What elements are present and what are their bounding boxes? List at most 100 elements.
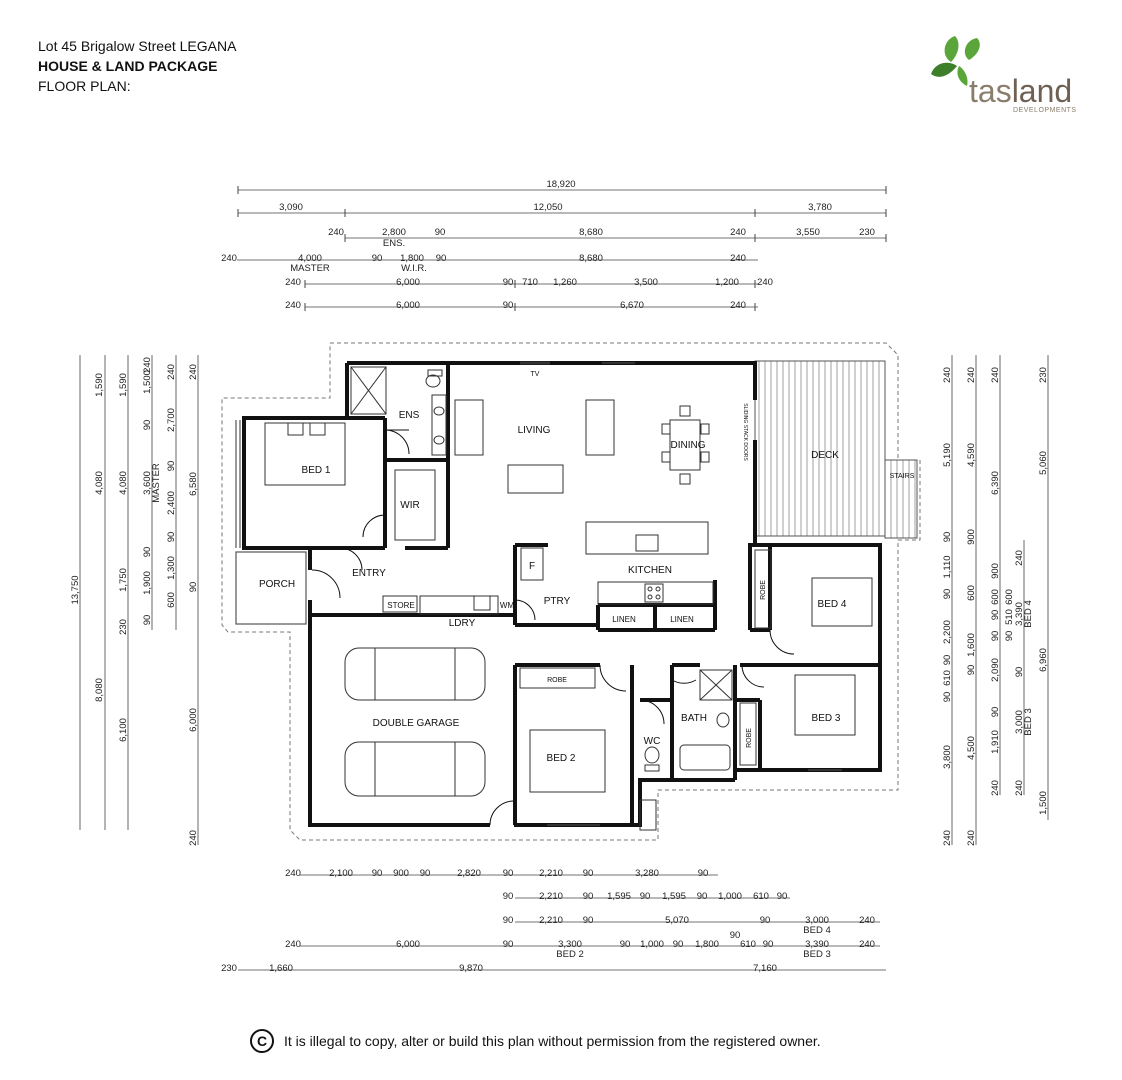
- dim-label: BED 3: [803, 949, 830, 960]
- dim-label: 90: [990, 631, 1001, 642]
- dim-label: 240: [966, 830, 977, 846]
- dim-label: 240: [166, 364, 177, 380]
- room-wm: WM: [500, 601, 515, 610]
- dim-label: 240: [221, 253, 237, 264]
- dim-label: 13,750: [70, 575, 81, 604]
- dim-label: 900: [990, 563, 1001, 579]
- dim-label: 230: [1038, 367, 1049, 383]
- dim-label: MASTER: [151, 463, 162, 503]
- dim-label: 240: [757, 277, 773, 288]
- dim-label: 90: [166, 532, 177, 543]
- dim-label: 1,590: [94, 373, 105, 397]
- dim-label: 6,390: [990, 471, 1001, 495]
- dim-label: W.I.R.: [401, 263, 427, 274]
- dim-label: 1,590: [118, 373, 129, 397]
- bed3-bed: [794, 674, 856, 736]
- room-dining: DINING: [671, 440, 706, 451]
- dim-label: 90: [640, 891, 651, 902]
- dimension-lines-top: [237, 186, 887, 311]
- dim-label: BED 2: [556, 949, 583, 960]
- dim-label: MASTER: [290, 263, 330, 274]
- eaves-outline: [221, 342, 921, 841]
- dim-label: 1,595: [662, 891, 686, 902]
- store-cupboard: [382, 595, 418, 613]
- svg-text:tasland: tasland: [969, 73, 1072, 109]
- living-sofa-left: [454, 399, 484, 456]
- leaf-logo-icon: [931, 36, 980, 86]
- dim-label: 7,160: [753, 963, 777, 974]
- dim-label: 240: [990, 367, 1001, 383]
- label-sliding-doors: SLIDING STACK DOORS: [742, 403, 748, 461]
- dim-label: 3,550: [796, 227, 820, 238]
- bed4-robe: [754, 549, 772, 629]
- dim-label: 600: [990, 589, 1001, 605]
- room-labels: ENS LIVING DINING DECK STAIRS BED 1 WIR …: [259, 371, 915, 764]
- dim-label: 600: [1004, 589, 1015, 605]
- kitchen-bench: [597, 581, 714, 605]
- dim-label: 90: [698, 868, 709, 879]
- dim-label: 1,800: [400, 253, 424, 264]
- room-linen-2: LINEN: [670, 615, 694, 624]
- living-sofa-right: [585, 399, 615, 456]
- room-bed1: BED 1: [302, 465, 331, 476]
- room-robe-bed4: ROBE: [760, 580, 767, 600]
- dim-label: 90: [1004, 631, 1015, 642]
- fridge: [520, 547, 544, 581]
- dim-label: 90: [673, 939, 684, 950]
- ensuite-shower: [350, 366, 387, 415]
- tasland-logo: tasland DEVELOPMENTS: [931, 36, 1076, 114]
- dim-label: 90: [372, 253, 383, 264]
- car-bottom: [344, 741, 486, 797]
- dim-label: 2,210: [539, 868, 563, 879]
- room-deck: DECK: [811, 450, 839, 461]
- dim-label: 1,900: [142, 571, 153, 595]
- dim-label: 240: [142, 357, 153, 373]
- dim-label: 240: [285, 939, 301, 950]
- dim-label: 2,210: [539, 891, 563, 902]
- dim-label: BED 4: [803, 925, 830, 936]
- shower: [699, 669, 733, 701]
- dim-label: 1,260: [553, 277, 577, 288]
- dim-label: 240: [1014, 550, 1025, 566]
- dim-label: 240: [188, 830, 199, 846]
- dim-label: 90: [142, 420, 153, 431]
- stairs-area: [884, 459, 918, 539]
- dim-label: 12,050: [533, 202, 562, 213]
- floor-plan-label: FLOOR PLAN:: [38, 78, 131, 94]
- dim-label: 4,080: [94, 471, 105, 495]
- dim-label: 3,300: [558, 939, 582, 950]
- dim-overall: 18,920: [546, 179, 575, 190]
- dim-label: 240: [1014, 780, 1025, 796]
- bath-basin: [716, 712, 730, 728]
- dim-label: 5,070: [665, 915, 689, 926]
- dimension-labels-right: 240 5,190 90 1,110 90 2,200 90 610 90 3,…: [942, 367, 1049, 846]
- dim-label: 2,210: [539, 915, 563, 926]
- dim-label: 240: [859, 939, 875, 950]
- deck-surface: [754, 360, 886, 537]
- dim-label: 240: [942, 830, 953, 846]
- room-robe-bed3: ROBE: [746, 728, 753, 748]
- dim-label: 230: [221, 963, 237, 974]
- dim-label: 510: [1004, 609, 1015, 625]
- bath-tub: [679, 744, 731, 771]
- dim-label: 90: [503, 915, 514, 926]
- room-entry: ENTRY: [352, 568, 386, 579]
- dim-label: 1,200: [715, 277, 739, 288]
- porch-outline: [235, 420, 307, 625]
- label-tv: TV: [531, 371, 540, 378]
- dim-label: ENS.: [383, 238, 405, 249]
- dim-label: 3,780: [808, 202, 832, 213]
- dim-label: 2,090: [990, 658, 1001, 682]
- dim-label: 90: [420, 868, 431, 879]
- dim-label: 240: [942, 367, 953, 383]
- dim-label: 3,280: [635, 868, 659, 879]
- dim-label: 2,400: [166, 491, 177, 515]
- room-wc: WC: [644, 736, 661, 747]
- dim-label: 90: [730, 930, 741, 941]
- dim-label: 1,595: [607, 891, 631, 902]
- fixtures: [264, 361, 873, 831]
- dim-label: 1,500: [142, 370, 153, 394]
- logo-brand-land: land: [1012, 73, 1073, 109]
- dim-label: 240: [730, 253, 746, 264]
- dim-label: 90: [503, 300, 514, 311]
